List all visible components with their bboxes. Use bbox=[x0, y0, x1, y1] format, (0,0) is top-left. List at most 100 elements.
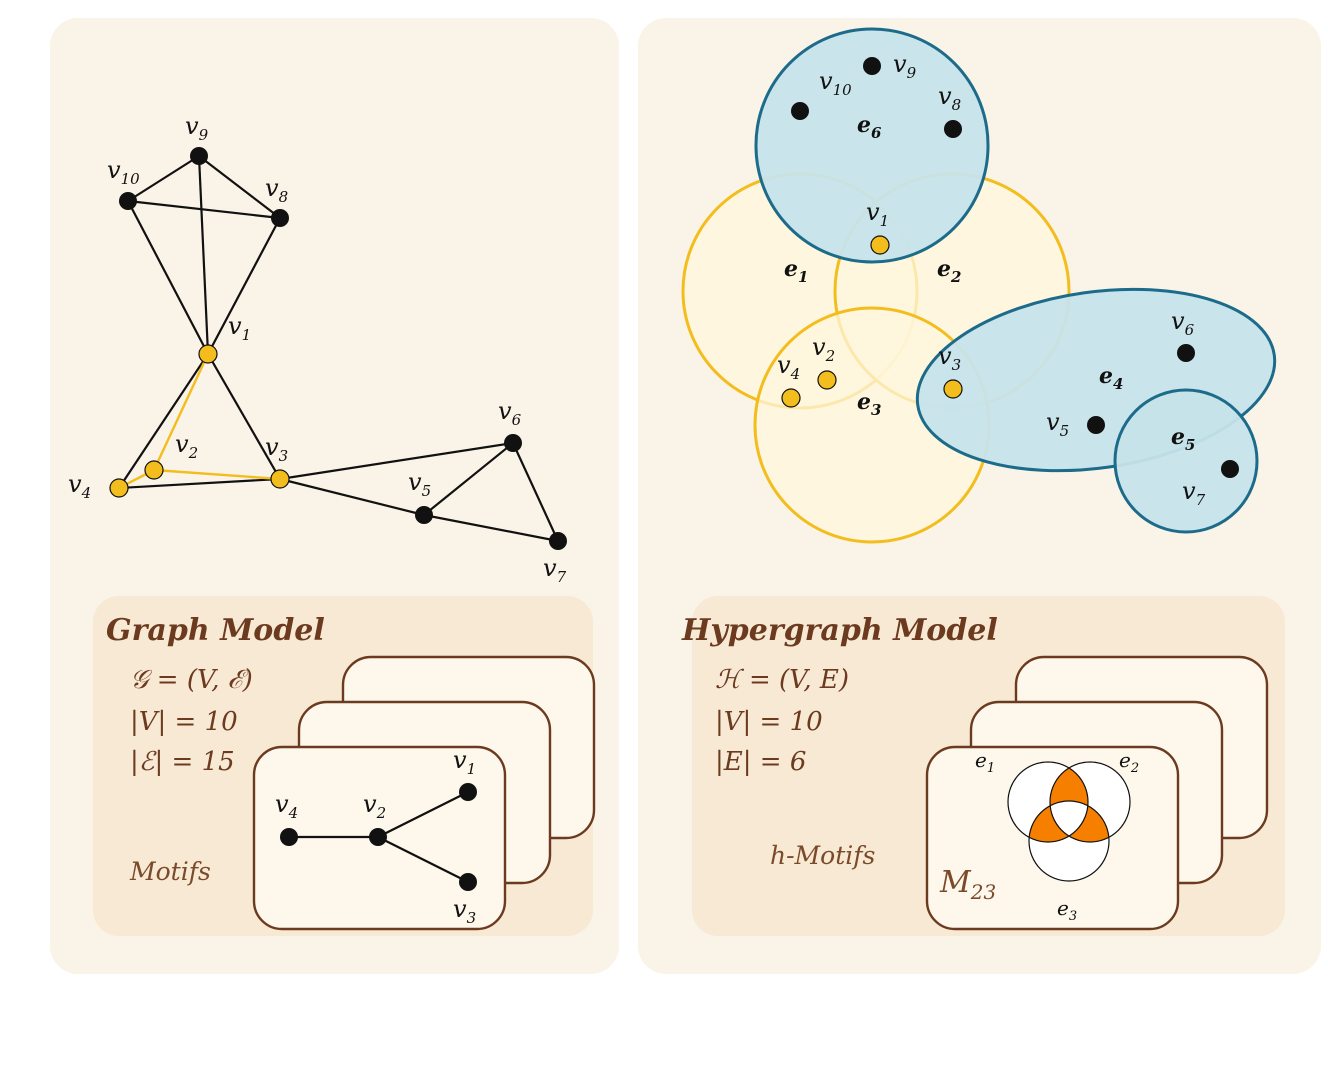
h-vertex-v1 bbox=[870, 235, 890, 255]
edge-v2-v3 bbox=[153, 468, 281, 481]
vertex-v1 bbox=[198, 344, 218, 364]
h-edge-label-e1: e1 bbox=[784, 256, 808, 286]
hyperedge-e5 bbox=[1113, 388, 1259, 534]
hypergraph-vertex-labels: v9 v10 v8 v1 v2 v4 v3 v6 v5 v7 bbox=[777, 50, 1206, 509]
h-edge-label-e2: e2 bbox=[937, 256, 961, 286]
venn-label-e3: e3 bbox=[1057, 896, 1077, 924]
edge-v10-v8 bbox=[127, 199, 281, 220]
label-v10: v10 bbox=[107, 156, 140, 188]
graph-vertex-labels: v9 v10 v8 v1 v2 v3 v4 v5 v6 v7 bbox=[68, 112, 567, 586]
vertex-v4 bbox=[109, 478, 129, 498]
label-v9: v9 bbox=[185, 112, 209, 144]
edge-v8-v1 bbox=[207, 217, 281, 355]
graph-edges bbox=[118, 155, 559, 543]
edge-v4-v3 bbox=[118, 477, 281, 490]
edge-v5-v7 bbox=[423, 513, 559, 543]
h-motif-venn: e1 e2 e3 M23 bbox=[939, 748, 1139, 924]
h-vertex-v6 bbox=[1177, 344, 1195, 362]
edge-v9-v8 bbox=[198, 155, 281, 219]
h-label-v1: v1 bbox=[866, 198, 889, 230]
graph-vertices bbox=[109, 147, 567, 550]
hypergraph-stat-edges: |E| = 6 bbox=[715, 747, 806, 777]
h-edge-label-e5: e5 bbox=[1171, 424, 1195, 454]
hypergraph-model-title: Hypergraph Model bbox=[681, 613, 998, 648]
graph-stat-edges: |ℰ| = 15 bbox=[130, 747, 235, 777]
venn-circle-e2 bbox=[1049, 761, 1131, 843]
h-vertex-v3 bbox=[943, 379, 963, 399]
h-label-v2: v2 bbox=[812, 333, 835, 365]
h-vertex-v8 bbox=[944, 120, 962, 138]
motif-label-v3: v3 bbox=[453, 895, 476, 927]
graph-motif: v4 v2 v1 v3 bbox=[275, 746, 477, 927]
motif-vertex-v2 bbox=[369, 828, 387, 846]
label-v3: v3 bbox=[265, 433, 288, 465]
label-v1: v1 bbox=[228, 312, 251, 344]
h-motif-name: M23 bbox=[939, 865, 996, 904]
vertex-v9 bbox=[190, 147, 208, 165]
hyperedges-teal bbox=[754, 27, 1277, 534]
motif-edge-v2-v1 bbox=[377, 791, 469, 838]
hypergraph-vertices bbox=[781, 57, 1239, 478]
motif-vertex-v4 bbox=[280, 828, 298, 846]
vertex-v8 bbox=[271, 209, 289, 227]
hypergraph-stat-vertices: |V| = 10 bbox=[715, 707, 823, 737]
edge-v1-v2 bbox=[152, 353, 210, 471]
vertex-v7 bbox=[549, 532, 567, 550]
label-v5: v5 bbox=[408, 468, 431, 500]
label-v4: v4 bbox=[68, 470, 91, 502]
motif-vertex-v1 bbox=[459, 783, 477, 801]
graph-stat-vertices: |V| = 10 bbox=[130, 707, 238, 737]
motif-label-v2: v2 bbox=[363, 790, 386, 822]
edge-v1-v3 bbox=[207, 353, 281, 480]
vertex-v10 bbox=[119, 192, 137, 210]
edge-v3-v6 bbox=[279, 441, 514, 481]
vertex-v5 bbox=[415, 506, 433, 524]
h-vertex-v4 bbox=[781, 388, 801, 408]
motif-edge-v2-v3 bbox=[377, 836, 469, 883]
venn-circle-e3 bbox=[1028, 800, 1110, 882]
h-label-v10: v10 bbox=[819, 67, 852, 99]
vertex-v6 bbox=[504, 434, 522, 452]
venn-circle-e1 bbox=[1007, 761, 1089, 843]
h-label-v6: v6 bbox=[1171, 307, 1195, 339]
vertex-v2 bbox=[144, 460, 164, 480]
hypergraph-motifs-label: h-Motifs bbox=[770, 841, 875, 870]
edge-v6-v7 bbox=[512, 442, 559, 542]
hyperedge-e6 bbox=[754, 27, 990, 264]
graph-model-title: Graph Model bbox=[106, 613, 325, 648]
edge-v10-v1 bbox=[127, 200, 209, 355]
label-v6: v6 bbox=[498, 397, 522, 429]
label-v7: v7 bbox=[543, 554, 567, 586]
h-label-v7: v7 bbox=[1182, 477, 1206, 509]
h-label-v5: v5 bbox=[1046, 408, 1069, 440]
hyperedge-labels: e1 e2 e3 e4 e5 e6 bbox=[784, 112, 1195, 454]
vertex-v3 bbox=[270, 469, 290, 489]
edge-v1-v4 bbox=[118, 353, 209, 489]
motif-vertex-v3 bbox=[459, 873, 477, 891]
edge-v5-v6 bbox=[423, 442, 514, 516]
motif-label-v1: v1 bbox=[453, 746, 476, 778]
h-vertex-v7 bbox=[1221, 460, 1239, 478]
h-edge-label-e4: e4 bbox=[1099, 363, 1123, 393]
h-vertex-v5 bbox=[1087, 416, 1105, 434]
h-label-v8: v8 bbox=[938, 82, 961, 114]
edge-v9-v1 bbox=[197, 155, 210, 355]
h-label-v9: v9 bbox=[893, 50, 917, 82]
graph-motifs-label: Motifs bbox=[129, 857, 211, 886]
h-vertex-v2 bbox=[817, 370, 837, 390]
label-v8: v8 bbox=[265, 174, 288, 206]
motif-label-v4: v4 bbox=[275, 790, 298, 822]
h-edge-label-e6: e6 bbox=[857, 112, 882, 142]
edge-v3-v5 bbox=[279, 477, 425, 517]
h-vertex-v9 bbox=[863, 57, 881, 75]
hypergraph-stat-def: ℋ = (V, E) bbox=[715, 665, 849, 695]
venn-label-e1: e1 bbox=[975, 748, 995, 776]
h-label-v4: v4 bbox=[777, 351, 800, 383]
venn-label-e2: e2 bbox=[1119, 748, 1139, 776]
edge-v9-v10 bbox=[127, 155, 200, 202]
label-v2: v2 bbox=[175, 430, 198, 462]
h-vertex-v10 bbox=[791, 102, 809, 120]
h-label-v3: v3 bbox=[938, 342, 961, 374]
graph-stat-def: 𝒢 = (V, ℰ) bbox=[130, 665, 253, 695]
